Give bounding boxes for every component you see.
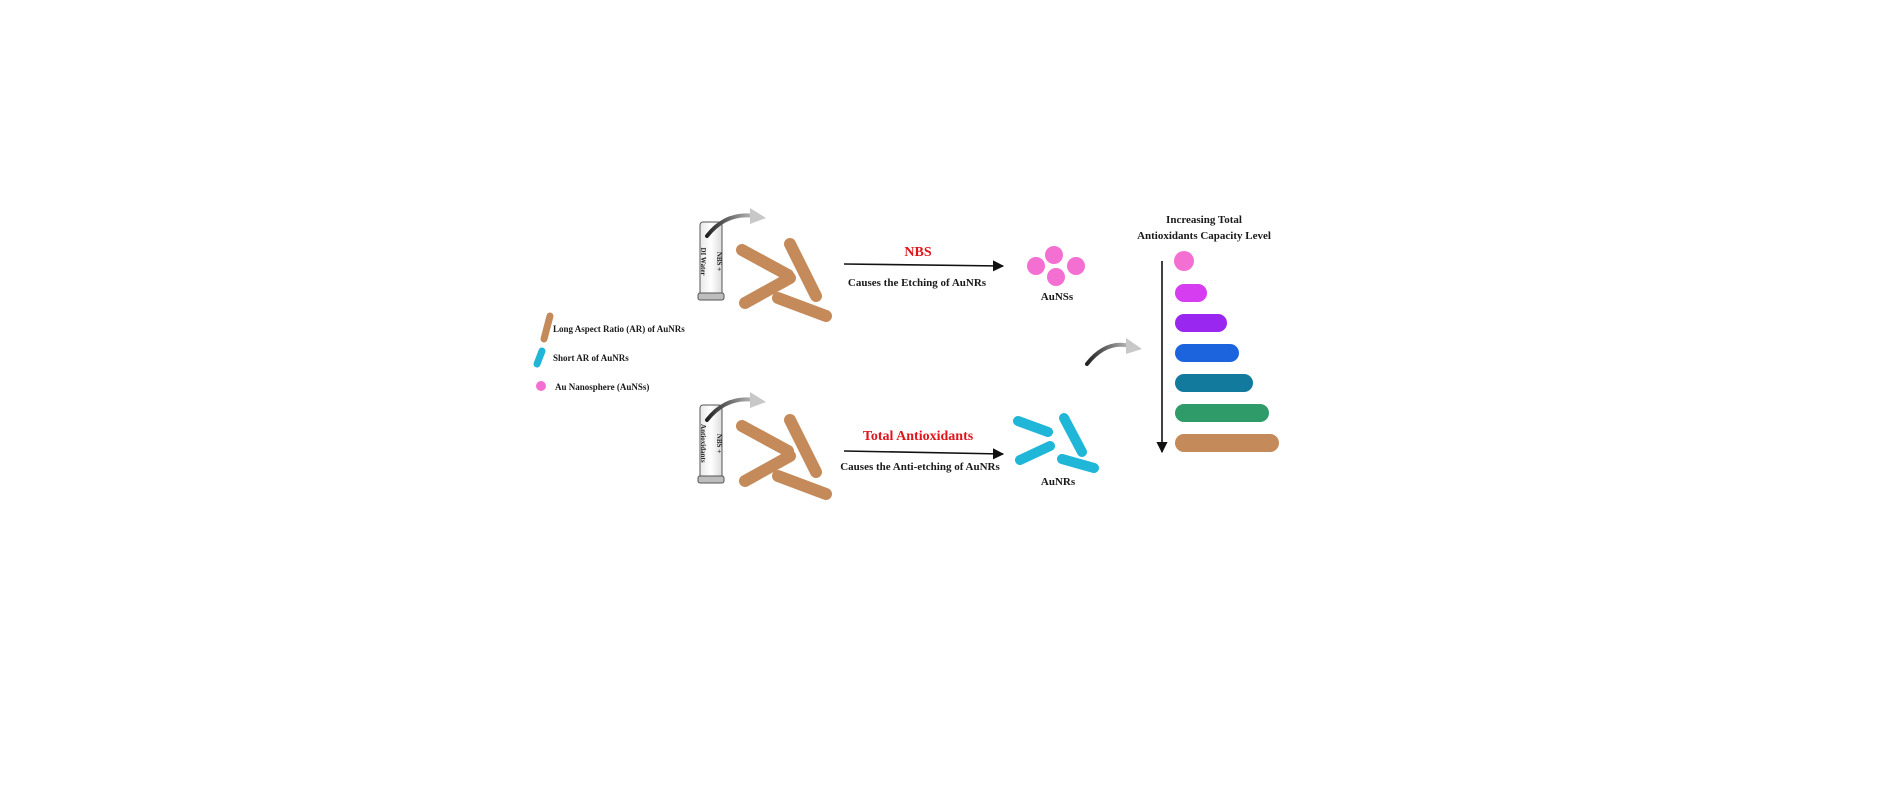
top-caption: Causes the Etching of AuNRs [847, 277, 987, 289]
bottom-reaction-arrow [843, 448, 1005, 460]
product-nanosphere [1027, 257, 1045, 275]
top-test-tube-base [697, 292, 725, 301]
legend-short-rod-icon [533, 347, 546, 368]
bottom-tube-label-line2: Antioxidants [699, 424, 707, 463]
scale-curved-arrow [1085, 342, 1132, 366]
top-product-label: AuNSs [1040, 291, 1074, 303]
product-nanosphere [1067, 257, 1085, 275]
product-nanosphere [1045, 246, 1063, 264]
product-nanosphere [1047, 268, 1065, 286]
scale-title-line2: Antioxidants Capacity Level [1137, 230, 1271, 242]
top-tube-label-line1: NBS + [715, 251, 723, 272]
bottom-long-rod [739, 450, 796, 487]
product-short-rod [1057, 454, 1099, 473]
bottom-test-tube-base [697, 475, 725, 484]
top-long-rod [739, 272, 796, 309]
scale-curved-arrow-head [1126, 338, 1142, 354]
top-long-rod [784, 238, 822, 302]
legend-short-ar-label: Short AR of AuNRs [553, 353, 629, 363]
scale-step-sphere [1174, 251, 1194, 271]
bottom-tube-label-line1: NBS + [715, 433, 723, 454]
product-short-rod [1015, 441, 1055, 465]
top-reagent-label: NBS [904, 245, 932, 260]
legend-long-rod-icon [540, 312, 554, 343]
top-long-rod [772, 292, 832, 322]
product-short-rod [1059, 413, 1087, 457]
bottom-tube-label: NBS + Antioxidants [691, 417, 731, 463]
top-tube-label-line2: DI Water [699, 247, 707, 276]
top-tube-label: NBS + DI Water [691, 240, 731, 275]
bottom-long-rod [784, 414, 822, 478]
top-reaction-arrow [843, 260, 1005, 272]
legend-sphere-icon [536, 381, 546, 391]
bottom-curved-arrow [705, 397, 756, 422]
bottom-curved-arrow-head [750, 392, 766, 408]
top-long-rod [736, 244, 794, 281]
scale-title-line1: Increasing Total [1166, 214, 1242, 226]
top-curved-arrow [705, 213, 756, 238]
bottom-product-label: AuNRs [1040, 476, 1076, 488]
bottom-caption: Causes the Anti-etching of AuNRs [840, 461, 1000, 473]
top-curved-arrow-head [750, 208, 766, 224]
bottom-long-rod [736, 420, 794, 457]
legend-nanosphere-label: Au Nanosphere (AuNSs) [555, 382, 650, 392]
product-short-rod [1013, 416, 1053, 437]
bottom-long-rod [772, 470, 832, 500]
bottom-reagent-label: Total Antioxidants [862, 429, 974, 444]
legend-long-ar-label: Long Aspect Ratio (AR) of AuNRs [553, 324, 685, 334]
